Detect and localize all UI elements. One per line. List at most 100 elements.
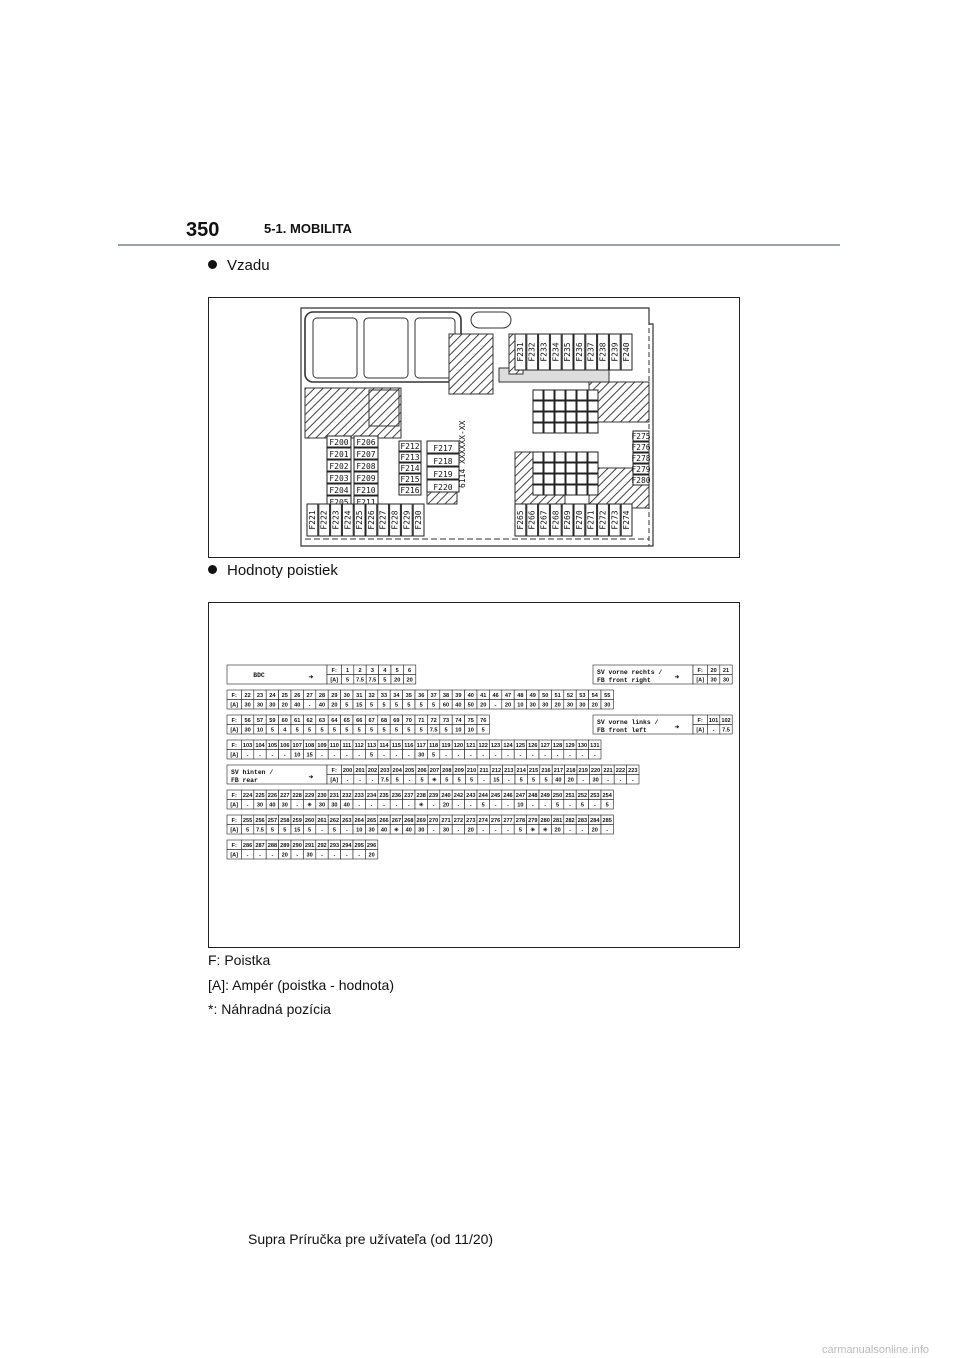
bullet-rear-text: Vzadu	[227, 257, 270, 274]
table-cell: 214	[517, 768, 527, 774]
table-cell: 5	[482, 727, 485, 733]
table-cell: -	[544, 802, 546, 808]
table-cell: 64	[331, 718, 338, 724]
fuse-slot: F228	[389, 503, 401, 537]
fuse-slot	[565, 400, 577, 412]
table-cell: 224	[243, 793, 253, 799]
table-cell: 252	[578, 793, 587, 799]
table-cell: 5	[520, 777, 523, 783]
fuse-slot	[554, 462, 566, 474]
fuse-slot	[576, 473, 588, 485]
table-cell: 40	[455, 702, 461, 708]
table-cell-border	[588, 749, 602, 760]
table-cell: 5	[606, 802, 609, 808]
table-cell: 106	[280, 743, 289, 749]
table-cell: 257	[268, 818, 277, 824]
table-cell: 238	[417, 793, 426, 799]
table-cell: 5	[420, 702, 423, 708]
fuse-slot: F265	[514, 503, 527, 537]
fuse-slot: F232	[526, 333, 539, 371]
table-cell: 242	[454, 793, 463, 799]
table-cell: 280	[541, 818, 550, 824]
table-cell: 41	[480, 693, 486, 699]
fuse-label: F224	[343, 510, 352, 529]
table-cell: -	[470, 802, 472, 808]
table-cell: 10	[468, 727, 474, 733]
table-cell: -	[581, 827, 583, 833]
table-cell: ✳	[419, 801, 424, 808]
table-cell: 5	[358, 727, 361, 733]
table-cell: 3	[371, 668, 374, 674]
table-cell: 72	[430, 718, 436, 724]
fuse-slot: F214	[398, 462, 422, 474]
row-label: F:	[232, 793, 237, 799]
table-cell: 208	[442, 768, 451, 774]
table-cell: 30	[418, 827, 424, 833]
table-cell: 69	[393, 718, 399, 724]
fuse-slot: F226	[365, 503, 378, 537]
table-cell: 68	[381, 718, 387, 724]
group-label-text: SV hinten /	[231, 769, 273, 776]
table-cell: 40	[406, 827, 412, 833]
table-cell: 30	[567, 702, 573, 708]
page-number: 350	[186, 219, 220, 241]
table-cell: 291	[305, 843, 314, 849]
table-cell: -	[358, 852, 360, 858]
table-cell: 62	[306, 718, 312, 724]
table-cell: 269	[417, 818, 426, 824]
fuse-label: F275	[631, 432, 650, 441]
table-cell: 5	[482, 802, 485, 808]
fuse-slot: F238	[597, 333, 609, 371]
table-cell: -	[607, 777, 609, 783]
table-cell: 295	[355, 843, 364, 849]
table-cell: -	[508, 777, 510, 783]
fuse-slot	[532, 411, 544, 423]
table-cell: 127	[541, 743, 550, 749]
fuse-slot: F236	[573, 333, 586, 371]
table-cell: -	[271, 752, 273, 758]
table-cell: 5	[470, 777, 473, 783]
bullet-values-text: Hodnoty poistiek	[227, 562, 338, 579]
fuse-label: F207	[356, 450, 375, 459]
table-cell: 70	[406, 718, 412, 724]
fuse-slot	[554, 400, 566, 412]
fuse-slot: F221	[306, 503, 319, 537]
table-cell: 61	[294, 718, 300, 724]
fuse-label: F229	[402, 510, 411, 529]
table-cell: 210	[467, 768, 476, 774]
table-cell: 207	[430, 768, 439, 774]
fuse-slot: F233	[538, 333, 550, 371]
fuse-label: F268	[551, 510, 560, 529]
table-cell: 15	[294, 827, 300, 833]
table-cell: -	[507, 752, 509, 758]
fuse-slot: F225	[353, 503, 366, 537]
fuse-slot	[587, 389, 599, 401]
fuse-slot	[532, 473, 544, 485]
table-cell: 5	[271, 827, 274, 833]
table-cell: 30	[269, 702, 275, 708]
fuse-slot: F278	[631, 452, 651, 464]
table-cell: 20	[331, 702, 337, 708]
table-cell: -	[482, 752, 484, 758]
fuse-label: F221	[308, 510, 317, 529]
table-cell: -	[606, 827, 608, 833]
table-cell: 122	[479, 743, 488, 749]
table-cell: 30	[579, 702, 585, 708]
table-cell: 5	[458, 777, 461, 783]
table-cell: 67	[368, 718, 374, 724]
table-cell: -	[457, 752, 459, 758]
table-cell: ✳	[432, 776, 437, 783]
fuse-label: F276	[631, 443, 650, 452]
fuse-slot: F203	[326, 471, 352, 484]
table-cell: 5	[556, 802, 559, 808]
fuse-slot: F274	[620, 503, 633, 537]
table-cell: 5	[432, 702, 435, 708]
table-cell: 21	[723, 668, 729, 674]
table-cell: 277	[503, 818, 512, 824]
row-label: F:	[698, 668, 703, 674]
table-cell: 36	[418, 693, 424, 699]
table-cell: 294	[342, 843, 352, 849]
fuse-slot: F273	[608, 503, 621, 537]
